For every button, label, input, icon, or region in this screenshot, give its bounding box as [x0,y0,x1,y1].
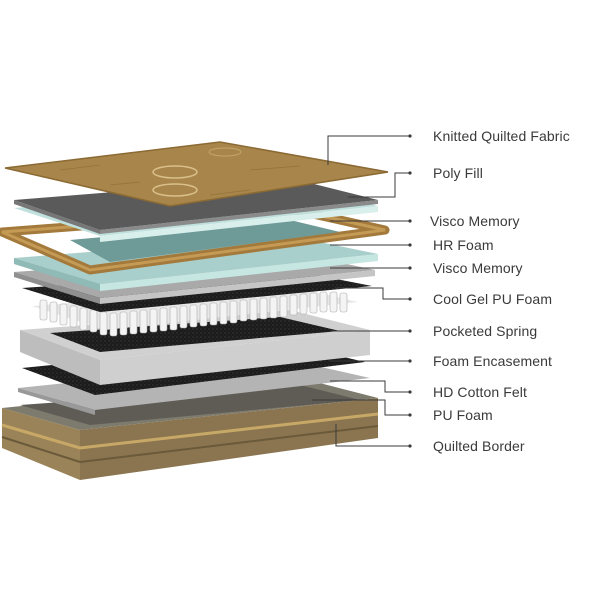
pu-foam-layer [18,360,370,410]
label-hr-foam: HR Foam [433,237,494,253]
leader-lines [312,135,410,447]
label-hd-cotton-felt: HD Cotton Felt [433,384,527,400]
label-pocketed-spring: Pocketed Spring [433,323,538,339]
label-visco-memory-lower: Visco Memory [433,260,523,276]
label-knitted-quilted-fabric: Knitted Quilted Fabric [433,128,570,144]
label-quilted-border: Quilted Border [433,438,525,454]
foam-encasement-layer [20,310,370,385]
label-pu-foam: PU Foam [433,407,493,423]
label-cool-gel-pu-foam: Cool Gel PU Foam [433,291,553,307]
leader-dots [408,134,412,448]
pocketed-spring-layer [32,286,358,337]
label-visco-memory-upper: Visco Memory [430,213,520,229]
label-poly-fill: Poly Fill [433,165,483,181]
quilted-border-layer [1,378,379,480]
knitted-quilted-fabric-layer [4,141,389,207]
poly-fill-layer [14,178,378,230]
label-foam-encasement: Foam Encasement [433,353,552,369]
